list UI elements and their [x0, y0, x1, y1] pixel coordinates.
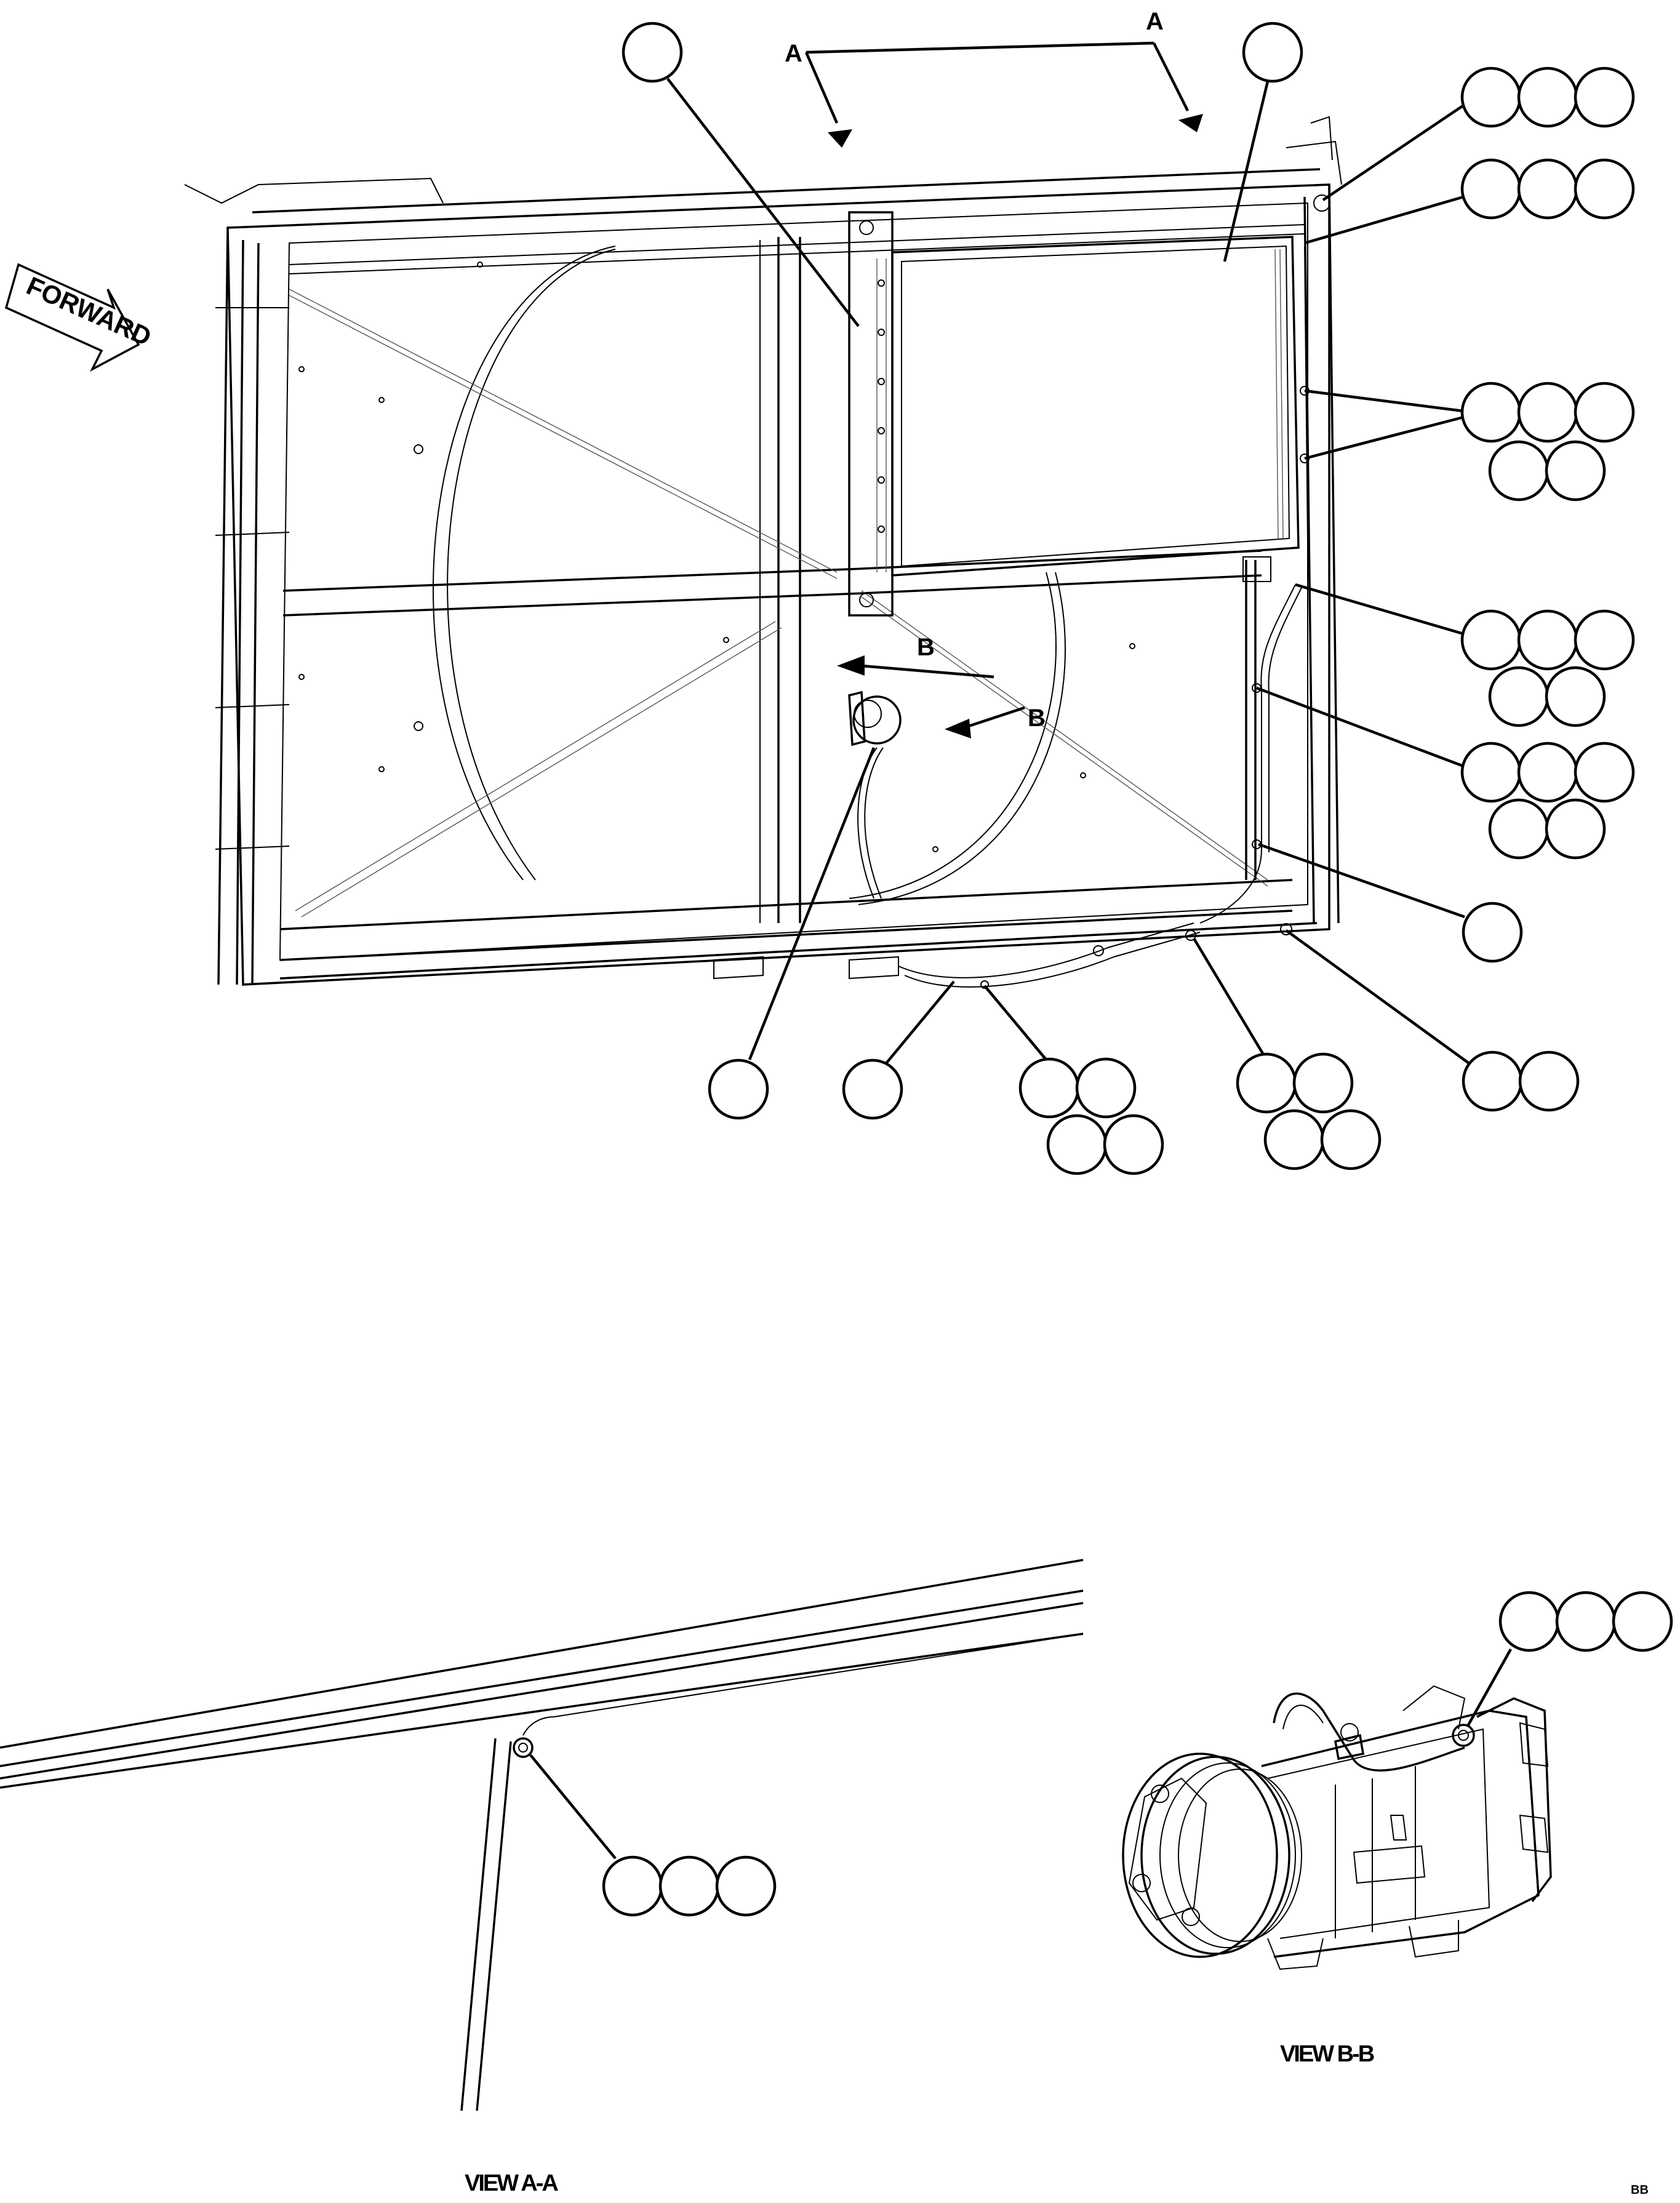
- callout-hose-clip-left: [983, 985, 1164, 1175]
- view-b-label: VIEW B-B: [1280, 2041, 1374, 2067]
- section-b-top: B: [917, 634, 935, 661]
- callout-compressor: [708, 747, 876, 1120]
- callout-receiver-drier: [1258, 842, 1523, 963]
- cooling-frame-assembly: [184, 116, 1342, 989]
- section-a-left: A: [785, 40, 802, 67]
- compressor-small: [848, 690, 902, 899]
- section-b-bottom: B: [1028, 705, 1046, 732]
- forward-arrow: FORWARD: [4, 263, 156, 372]
- section-a-right: A: [1146, 8, 1164, 35]
- callout-mid-clips: [1304, 382, 1635, 502]
- callout-bottom-right-fitting: [1285, 929, 1580, 1112]
- callout-line-clip-upper: [1295, 583, 1635, 727]
- callout-hose-clip-right: [1193, 937, 1382, 1170]
- view-a-a: VIEW A-A: [0, 1559, 1084, 2196]
- callout-condenser: [1223, 22, 1303, 262]
- callout-condenser-bracket: [622, 22, 860, 327]
- corner-code: BB: [1631, 2183, 1649, 2197]
- callout-hose: [842, 980, 955, 1120]
- section-a-indicator: A A: [785, 8, 1203, 148]
- callout-upper-fitting: [1322, 66, 1635, 201]
- condenser: [848, 194, 1330, 617]
- callout-top-clip: [1304, 158, 1635, 245]
- forward-label: FORWARD: [22, 271, 156, 351]
- section-b-indicator: B B: [837, 634, 1046, 738]
- refrigerant-lines: [898, 556, 1302, 989]
- callouts-main: [622, 22, 1635, 1175]
- view-a-label: VIEW A-A: [465, 2170, 558, 2196]
- view-b-b: VIEW B-B: [1122, 1591, 1673, 2067]
- callout-line-clip-lower: [1256, 686, 1635, 860]
